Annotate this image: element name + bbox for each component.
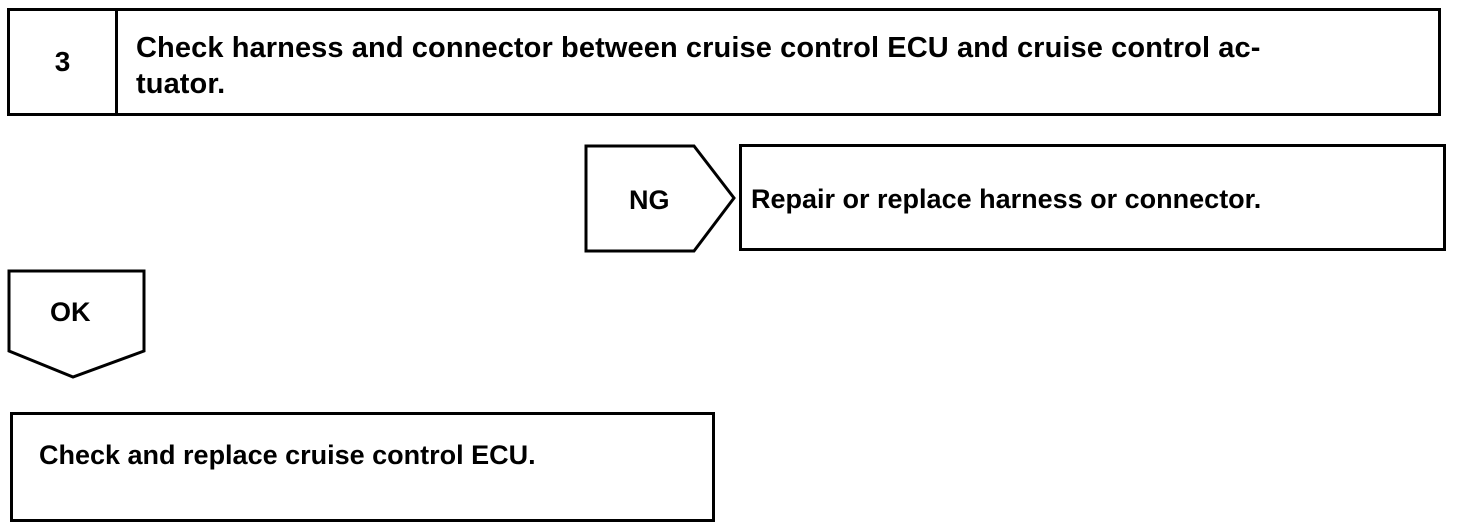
- ng-arrow-shape: [584, 144, 736, 253]
- step-title-line-2: tuator.: [136, 68, 226, 100]
- step-title-line-1: Check harness and connector between crui…: [136, 32, 1261, 64]
- step-box: 3 Check harness and connector between cr…: [7, 8, 1441, 116]
- ok-action-box: Check and replace cruise control ECU.: [10, 412, 715, 522]
- ok-action-text: Check and replace cruise control ECU.: [39, 440, 536, 470]
- ok-arrow-shape: [7, 269, 146, 379]
- ok-label: OK: [50, 297, 91, 327]
- step-number: 3: [10, 11, 118, 113]
- step-title: Check harness and connector between crui…: [136, 30, 1426, 102]
- ng-label: NG: [629, 185, 670, 215]
- ng-action-box: Repair or replace harness or connector.: [739, 144, 1446, 251]
- ng-action-text: Repair or replace harness or connector.: [751, 184, 1262, 214]
